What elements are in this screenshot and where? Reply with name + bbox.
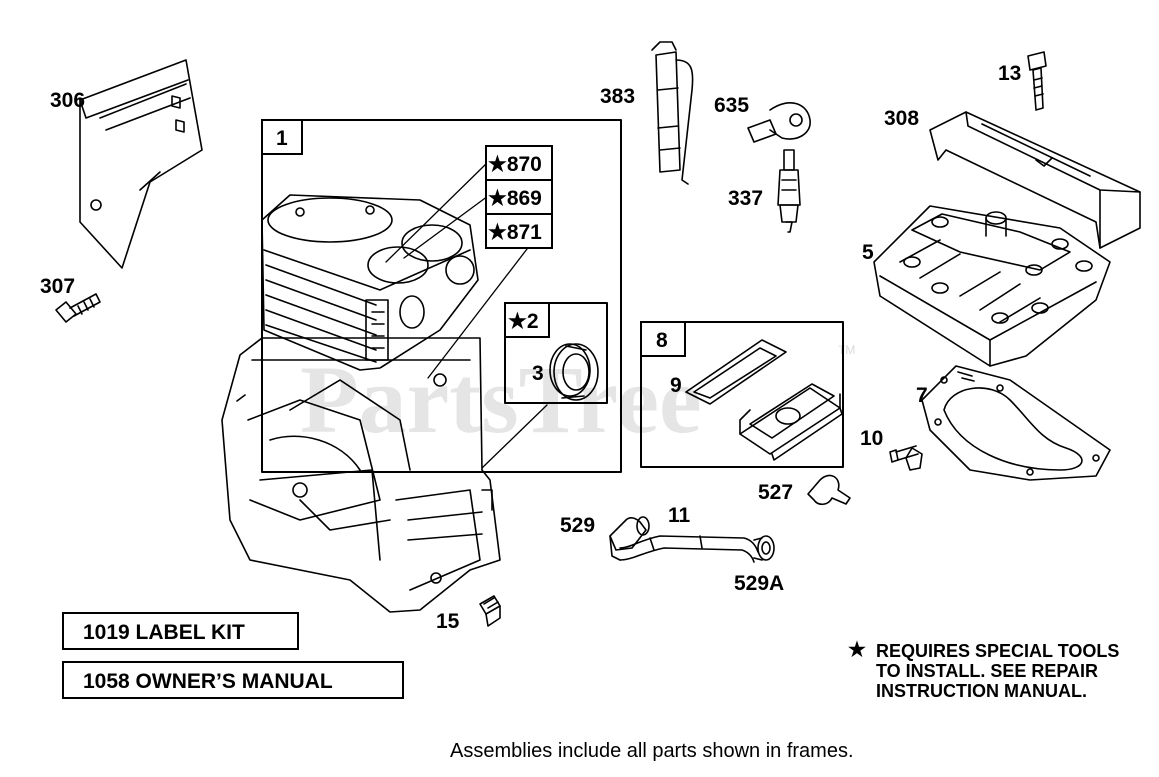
part-529-elbow[interactable] [609,516,650,561]
callout-10: 10 [860,427,883,450]
callout-2: ★2 [508,310,539,333]
frame-1 [261,119,622,473]
special-tools-star-icon: ★ [848,639,866,661]
callout-box-8 [640,321,686,357]
part-11-breather-tube[interactable] [619,535,775,563]
callout-7: 7 [916,384,928,407]
callout-337: 337 [728,187,763,210]
short-block-crankcase[interactable] [221,337,501,613]
part-635-plug-boot[interactable] [747,101,811,143]
callout-box-871 [485,213,553,249]
special-tools-line-3: INSTRUCTION MANUAL. [876,681,1087,701]
part-383-ignition[interactable] [651,41,694,185]
callout-box-1 [261,119,303,155]
callout-box-869 [485,179,553,215]
part-cylinder[interactable] [261,194,479,371]
callout-529a: 529A [734,572,784,595]
part-9-breather-gasket[interactable] [685,339,787,405]
callout-1: 1 [276,127,288,150]
part-337-spark-plug[interactable] [777,149,801,233]
callout-870: ★870 [488,153,542,176]
part-7-head-gasket[interactable] [921,365,1111,481]
callout-11: 11 [668,504,691,527]
owners-manual-box [62,661,404,699]
special-tools-line-1: REQUIRES SPECIAL TOOLS [876,641,1119,661]
part-10-bolt[interactable] [889,445,923,471]
callout-9: 9 [670,374,682,397]
callout-box-2 [504,302,550,338]
part-3-oil-seal[interactable] [549,343,599,401]
callout-307: 307 [40,275,75,298]
leader-lines [385,161,548,469]
callout-635: 635 [714,94,749,117]
part-8-breather[interactable] [739,383,843,461]
frame-2 [504,302,608,404]
callout-527: 527 [758,481,793,504]
callout-529: 529 [560,514,595,537]
owners-manual-text: 1058 OWNER’S MANUAL [83,670,333,693]
part-15-plug[interactable] [479,595,501,627]
part-5-cylinder-head[interactable] [873,205,1111,367]
callout-308: 308 [884,107,919,130]
part-527-clamp[interactable] [807,474,851,506]
callout-8: 8 [656,329,668,352]
callout-383: 383 [600,85,635,108]
callout-871: ★871 [488,221,542,244]
callout-5: 5 [862,241,874,264]
label-kit-text: 1019 LABEL KIT [83,621,245,644]
callout-15: 15 [436,610,460,633]
part-306-heat-shield[interactable] [79,59,203,269]
watermark-tm: TM [838,343,855,357]
part-13-bolt[interactable] [1027,51,1047,111]
part-307-screw[interactable] [55,293,101,323]
callout-3: 3 [532,362,544,385]
callout-306: 306 [50,89,85,112]
frame-8 [640,321,844,468]
callout-13: 13 [998,62,1021,85]
footer-note: Assemblies include all parts shown in fr… [450,740,854,762]
watermark-partstree: PartsTree [300,346,702,453]
callout-869: ★869 [488,187,542,210]
label-kit-box [62,612,299,650]
special-tools-line-2: TO INSTALL. SEE REPAIR [876,661,1098,681]
part-308-rocker-cover[interactable] [929,111,1141,249]
